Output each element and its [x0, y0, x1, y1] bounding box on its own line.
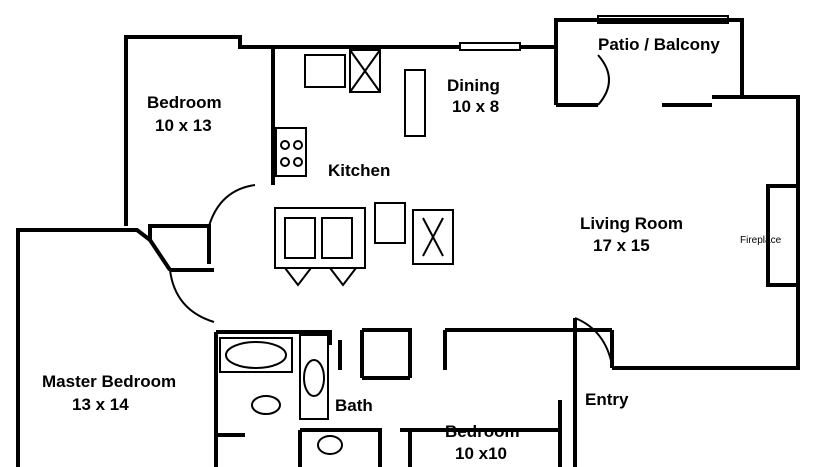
shower [299, 334, 329, 420]
room-size-bedroom-2: 10 x10 [455, 444, 507, 463]
room-name-master-bedroom: Master Bedroom [42, 372, 176, 391]
walls [16, 18, 800, 467]
kitchen-sink [349, 49, 381, 93]
toilet [251, 395, 281, 415]
toilet-2 [317, 435, 343, 455]
kitchen-counter [304, 54, 346, 88]
room-name-patio: Patio / Balcony [598, 35, 720, 54]
room-size-living-room: 17 x 15 [593, 236, 650, 255]
window-top [459, 42, 521, 51]
fixtures [169, 15, 729, 455]
door-swing [597, 54, 610, 106]
bathtub [219, 337, 293, 373]
fireplace-label: Fireplace [740, 235, 782, 246]
room-size-master-bedroom: 13 x 14 [72, 395, 129, 414]
room-labels: Bedroom 10 x 13 Kitchen Dining 10 x 8 Pa… [42, 35, 782, 463]
kitchen-counter-side [404, 69, 426, 137]
room-size-bedroom-1: 10 x 13 [155, 116, 212, 135]
stove [275, 127, 307, 177]
room-name-bedroom-2: Bedroom [445, 422, 520, 441]
room-name-bedroom-1: Bedroom [147, 93, 222, 112]
dryer [412, 209, 454, 265]
room-name-dining: Dining [447, 76, 500, 95]
washer [374, 202, 406, 244]
patio-window [597, 15, 729, 24]
room-size-dining: 10 x 8 [452, 97, 499, 116]
room-name-bath: Bath [335, 396, 373, 415]
room-name-living-room: Living Room [580, 214, 683, 233]
door-swing [574, 317, 613, 366]
room-name-entry: Entry [585, 390, 629, 409]
door-swing [169, 269, 215, 323]
room-name-kitchen: Kitchen [328, 161, 390, 180]
door-swing [208, 184, 256, 227]
kitchen-cabinet [274, 207, 366, 269]
